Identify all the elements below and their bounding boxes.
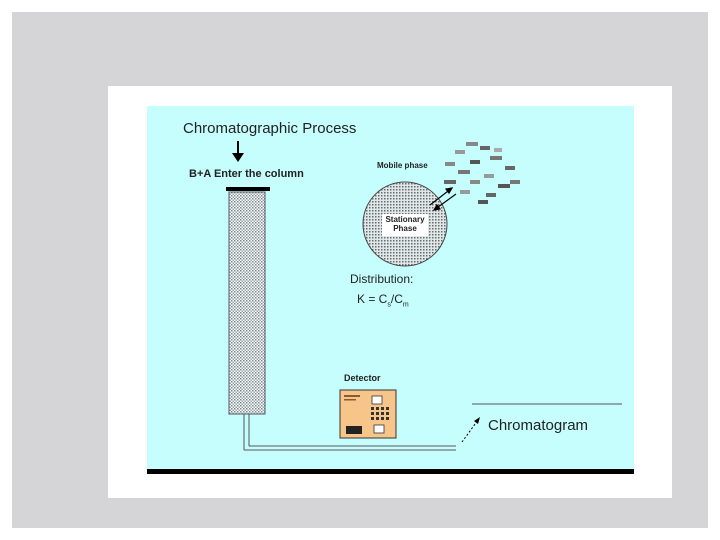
detector-label: Detector: [344, 373, 381, 383]
stationary-phase-label: Stationary Phase: [385, 215, 425, 233]
k-formula: K = Cs/Cm: [357, 292, 409, 308]
diagram-title: Chromatographic Process: [183, 120, 357, 137]
exchange-arrows: [429, 187, 457, 211]
k-subscript-m: m: [402, 301, 409, 309]
k-formula-mid: /C: [390, 292, 403, 306]
mobile-phase-molecules: [444, 142, 520, 204]
column-cap: [226, 187, 270, 191]
input-arrow: [232, 141, 244, 162]
enter-column-label: B+A Enter the column: [189, 168, 304, 180]
stationary-label-bg: [382, 214, 428, 236]
k-formula-prefix: K = C: [357, 292, 388, 306]
detector: [339, 389, 397, 439]
chromatogram-arrow: [461, 417, 480, 443]
mobile-phase-label: Mobile phase: [377, 161, 428, 170]
slide-bottom-bar: [147, 469, 634, 474]
column: [228, 191, 266, 415]
k-subscript-s: s: [387, 301, 391, 309]
chromatogram-label: Chromatogram: [488, 417, 589, 434]
tubing: [243, 414, 456, 451]
distribution-label: Distribution:: [350, 272, 414, 286]
